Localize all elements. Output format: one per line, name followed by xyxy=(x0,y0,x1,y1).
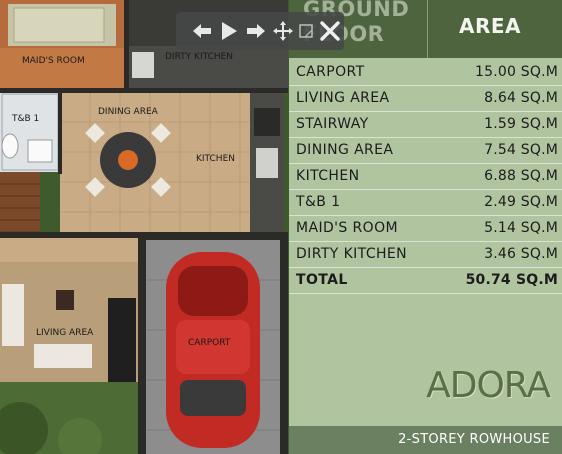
header-area: AREA xyxy=(459,14,522,38)
table-row: T&B 1 2.49 SQ.M xyxy=(289,190,562,216)
row-name: CARPORT xyxy=(296,64,365,80)
header-divider xyxy=(427,0,428,58)
row-value: 7.54 SQ.M xyxy=(484,142,558,158)
plan-label-tb1: T&B 1 xyxy=(12,114,40,124)
plan-label-dirty-kitchen: DIRTY KITCHEN xyxy=(165,52,234,62)
subtitle-text: 2-STOREY ROWHOUSE xyxy=(398,432,550,447)
table-row: STAIRWAY 1.59 SQ.M xyxy=(289,112,562,138)
plan-label-dining-area: DINING AREA xyxy=(98,107,158,117)
row-name: DINING AREA xyxy=(296,142,394,158)
move-button[interactable] xyxy=(271,18,296,44)
table-row: DIRTY KITCHEN 3.46 SQ.M xyxy=(289,242,562,268)
row-name: T&B 1 xyxy=(296,194,341,210)
table-row: KITCHEN 6.88 SQ.M xyxy=(289,164,562,190)
row-value: 1.59 SQ.M xyxy=(484,116,558,132)
previous-button[interactable] xyxy=(190,18,215,44)
row-name: MAID'S ROOM xyxy=(296,220,398,236)
area-table-rows: CARPORT 15.00 SQ.M LIVING AREA 8.64 SQ.M S… xyxy=(289,60,562,294)
table-row: MAID'S ROOM 5.14 SQ.M xyxy=(289,216,562,242)
row-value: 8.64 SQ.M xyxy=(484,90,558,106)
brand-name: ADORA xyxy=(426,365,551,406)
subtitle-bar: 2-STOREY ROWHOUSE xyxy=(289,426,562,454)
row-value: 5.14 SQ.M xyxy=(484,220,558,236)
close-button[interactable] xyxy=(317,18,342,44)
resize-icon xyxy=(299,24,314,38)
row-value: 2.49 SQ.M xyxy=(484,194,558,210)
row-value: 3.46 SQ.M xyxy=(484,246,558,262)
arrow-left-icon xyxy=(193,24,212,38)
row-value: 6.88 SQ.M xyxy=(484,168,558,184)
image-viewer-toolbar xyxy=(176,12,344,50)
close-icon xyxy=(319,21,340,41)
total-value: 50.74 SQ.M xyxy=(465,272,558,288)
row-name: KITCHEN xyxy=(296,168,360,184)
total-label: TOTAL xyxy=(296,272,348,288)
row-name: LIVING AREA xyxy=(296,90,390,106)
table-row: DINING AREA 7.54 SQ.M xyxy=(289,138,562,164)
play-icon xyxy=(222,22,238,40)
plan-label-kitchen: KITCHEN xyxy=(196,154,235,164)
table-row: CARPORT 15.00 SQ.M xyxy=(289,60,562,86)
row-value: 15.00 SQ.M xyxy=(475,64,558,80)
plan-label-carport: CARPORT xyxy=(188,338,231,348)
move-icon xyxy=(273,21,294,41)
row-name: STAIRWAY xyxy=(296,116,369,132)
next-button[interactable] xyxy=(244,18,269,44)
plan-label-maids-room: MAID'S ROOM xyxy=(22,56,85,66)
row-name: DIRTY KITCHEN xyxy=(296,246,408,262)
table-row: LIVING AREA 8.64 SQ.M xyxy=(289,86,562,112)
table-row-total: TOTAL 50.74 SQ.M xyxy=(289,268,562,294)
arrow-right-icon xyxy=(247,24,266,38)
plan-label-living-area: LIVING AREA xyxy=(36,328,94,338)
play-button[interactable] xyxy=(217,18,242,44)
resize-button[interactable] xyxy=(298,18,315,44)
